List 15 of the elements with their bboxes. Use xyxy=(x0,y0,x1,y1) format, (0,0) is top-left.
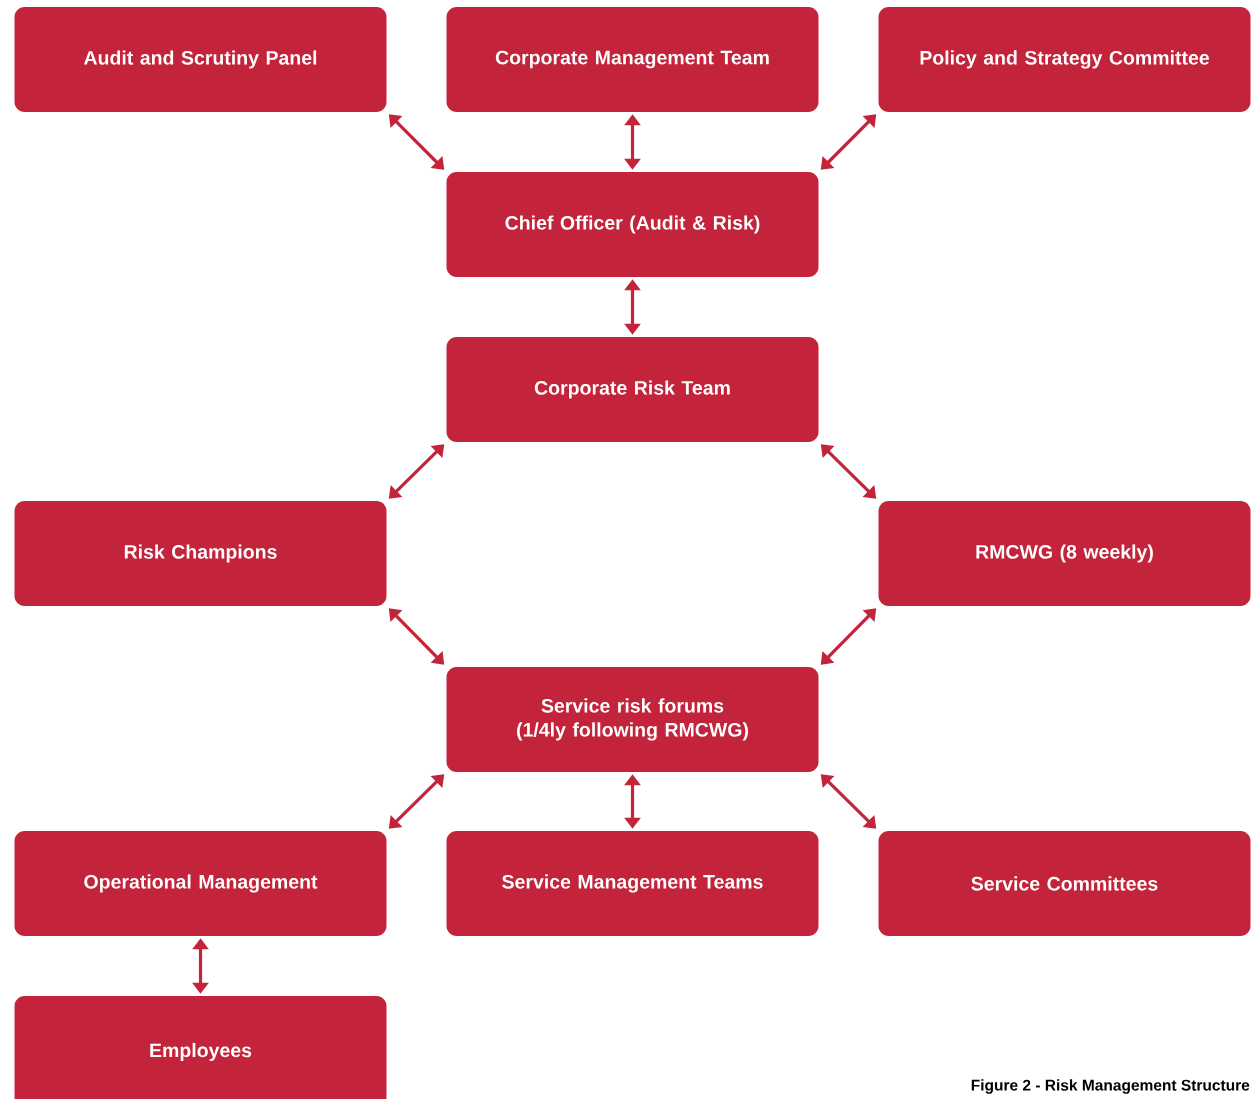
process-box: Corporate Management Team xyxy=(446,7,819,112)
arrow xyxy=(820,608,877,665)
process-box: Risk Champions xyxy=(14,501,387,606)
process-box: Policy and Strategy Committee xyxy=(878,7,1251,112)
process-box: Service risk forums (1/4ly following RMCWG) xyxy=(446,667,819,772)
process-box: Service Management Teams xyxy=(446,831,819,936)
process-box: Operational Management xyxy=(14,831,387,936)
process-box: RMCWG (8 weekly) xyxy=(878,501,1251,606)
process-box: Service Committees xyxy=(878,831,1251,936)
arrow xyxy=(388,608,445,665)
process-box: Corporate Risk Team xyxy=(446,337,819,442)
caption: Figure 2 - Risk Management Structure xyxy=(971,1079,1250,1094)
process-box: Audit and Scrutiny Panel xyxy=(14,7,387,112)
process-box: Employees xyxy=(14,996,387,1099)
process-box: Chief Officer (Audit & Risk) xyxy=(446,172,819,277)
